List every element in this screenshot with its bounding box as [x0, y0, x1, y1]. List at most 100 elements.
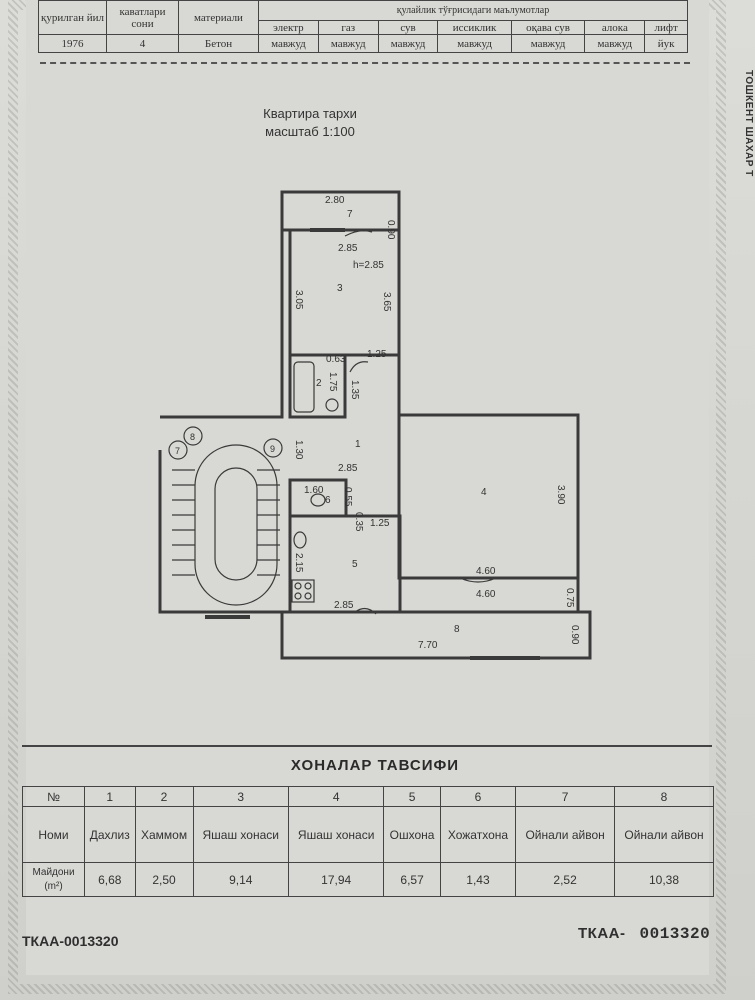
- room-5-outline: [288, 514, 402, 614]
- room-number-cell: 5: [383, 786, 441, 807]
- room-7-number: 7: [347, 209, 353, 220]
- room-area-cell: 17,94: [287, 862, 385, 897]
- stove-icon: [291, 579, 315, 603]
- dim-0-75: 0.75: [564, 588, 575, 608]
- dim-4-60a: 4.60: [476, 566, 496, 577]
- amenity-value-water: мавжуд: [377, 34, 439, 53]
- room-number-cell: 1: [84, 786, 136, 807]
- room-name-cell: Дахлиз: [84, 806, 136, 863]
- kitchen-sink-icon: [293, 531, 307, 549]
- room-number-cell: 6: [439, 786, 517, 807]
- stair-marker-7: [168, 440, 188, 460]
- room-number-cell: 8: [614, 786, 714, 807]
- document-code-number: 0013320: [639, 925, 711, 943]
- door-swing-icon: [459, 577, 497, 583]
- plan-title-block: Квартира тархи масштаб 1:100: [240, 105, 380, 141]
- stair-label-9: 9: [270, 444, 275, 454]
- dim-2-85c: 2.85: [334, 600, 354, 611]
- stair-oval-inner: [214, 467, 258, 581]
- room-2-outline: [288, 353, 347, 419]
- room-area-cell: 6,68: [84, 862, 136, 897]
- room-name-cell: Яшаш хонаси: [192, 806, 289, 863]
- room-area-cell: 6,57: [383, 862, 441, 897]
- amenities-label: маълумотлар: [493, 5, 550, 16]
- dim-3-65: 3.65: [381, 292, 392, 312]
- dim-0-90b: 0.90: [569, 625, 580, 645]
- toilet-icon: [310, 493, 326, 507]
- dim-2-85b: 2.85: [338, 463, 358, 474]
- row-label-area: Майдони (m²): [22, 862, 85, 897]
- room-area-cell: 10,38: [614, 862, 714, 897]
- room-area-cell: 1,43: [439, 862, 517, 897]
- ceiling-height: h=2.85: [353, 260, 384, 271]
- year-value: 1976: [38, 34, 107, 53]
- floor-plan: 2.80 7 0.90 2.85 h=2.85 3 3.05 3.65 0.63…: [158, 190, 592, 660]
- stairwell-wall: [158, 450, 290, 614]
- room-number-cell: 7: [515, 786, 616, 807]
- dim-0-35: 0.35: [353, 512, 364, 532]
- balcony-8-outline: [280, 578, 592, 660]
- stair-treads: [172, 469, 280, 576]
- dim-7-70: 7.70: [418, 640, 438, 651]
- room-name-cell: Хаммом: [134, 806, 194, 863]
- room-name-cell: Ойнали айвон: [515, 806, 616, 863]
- amenity-value-electric: мавжуд: [258, 34, 319, 53]
- dim-1-60: 1.60: [304, 485, 324, 496]
- dim-4-60b: 4.60: [476, 589, 496, 600]
- bathtub-icon: [293, 361, 315, 413]
- dim-1-35: 1.35: [349, 380, 360, 400]
- floors-label: каватлари сони: [106, 0, 179, 35]
- room-area-cell: 9,14: [192, 862, 289, 897]
- dim-0-63: 0.63: [326, 354, 346, 365]
- sink-icon: [325, 398, 339, 412]
- document-code-right: ТКАА- 0013320: [578, 925, 710, 943]
- amenity-value-gas: мавжуд: [317, 34, 379, 53]
- side-stamp-text: ТОШКЕНТ ШАХАР Т: [743, 70, 754, 177]
- amenity-value-sewage: мавжуд: [510, 34, 586, 53]
- stove-burner-icon: [304, 582, 312, 590]
- room-number-cell: 4: [287, 786, 385, 807]
- dim-2-85a: 2.85: [338, 243, 358, 254]
- document-code-left: ТКАА-0013320: [22, 933, 119, 949]
- amenities-top-label: қулайлик тўғрисидаги: [396, 5, 492, 16]
- stair-label-8: 8: [190, 432, 195, 442]
- dim-1-75: 1.75: [327, 372, 338, 392]
- amenity-value-lift: йук: [644, 34, 688, 53]
- room-name-cell: Ошхона: [383, 806, 441, 863]
- building-info-table: қурилган йил каватлари сони материали қу…: [38, 0, 688, 53]
- dim-3-05: 3.05: [293, 290, 304, 310]
- dim-1-25a: 1.25: [367, 349, 387, 360]
- dim-1-25b: 1.25: [370, 518, 390, 529]
- dim-2-80: 2.80: [325, 195, 345, 206]
- room-8-number: 8: [454, 624, 460, 635]
- west-wall: [160, 192, 284, 419]
- rooms-table: № 1 2 3 4 5 6 7 8 Номи Дахлиз Хаммом Яша…: [22, 786, 714, 897]
- stair-marker-8: [183, 426, 203, 446]
- room-5-number: 5: [352, 559, 358, 570]
- door-swing-icon: [344, 230, 373, 237]
- dashed-separator: [40, 62, 690, 64]
- section-divider: [22, 745, 712, 747]
- door-swing-icon: [354, 607, 377, 615]
- amenity-value-heating: мавжуд: [437, 34, 512, 53]
- room-name-cell: Ойнали айвон: [614, 806, 714, 863]
- door-swing-icon: [349, 361, 369, 373]
- room-name-cell: Хожатхона: [439, 806, 517, 863]
- room-4-outline: [397, 413, 580, 580]
- room-1-number: 1: [355, 439, 361, 450]
- dim-1-30: 1.30: [293, 440, 304, 460]
- dim-0-55: 0.55: [342, 487, 353, 507]
- row-label-name: Номи: [22, 806, 85, 863]
- room-area-cell: 2,52: [515, 862, 616, 897]
- floors-value: 4: [106, 34, 179, 53]
- stove-burner-icon: [294, 582, 302, 590]
- document-code-prefix: ТКАА-: [578, 925, 626, 942]
- amenity-col-phone: алока: [584, 20, 646, 35]
- plan-title: Квартира тархи: [263, 106, 357, 121]
- dim-2-15: 2.15: [293, 553, 304, 573]
- stove-burner-icon: [294, 592, 302, 600]
- stair-label-7: 7: [175, 446, 180, 456]
- stove-burner-icon: [304, 592, 312, 600]
- row-label-number: №: [22, 786, 85, 807]
- room-3-number: 3: [337, 283, 343, 294]
